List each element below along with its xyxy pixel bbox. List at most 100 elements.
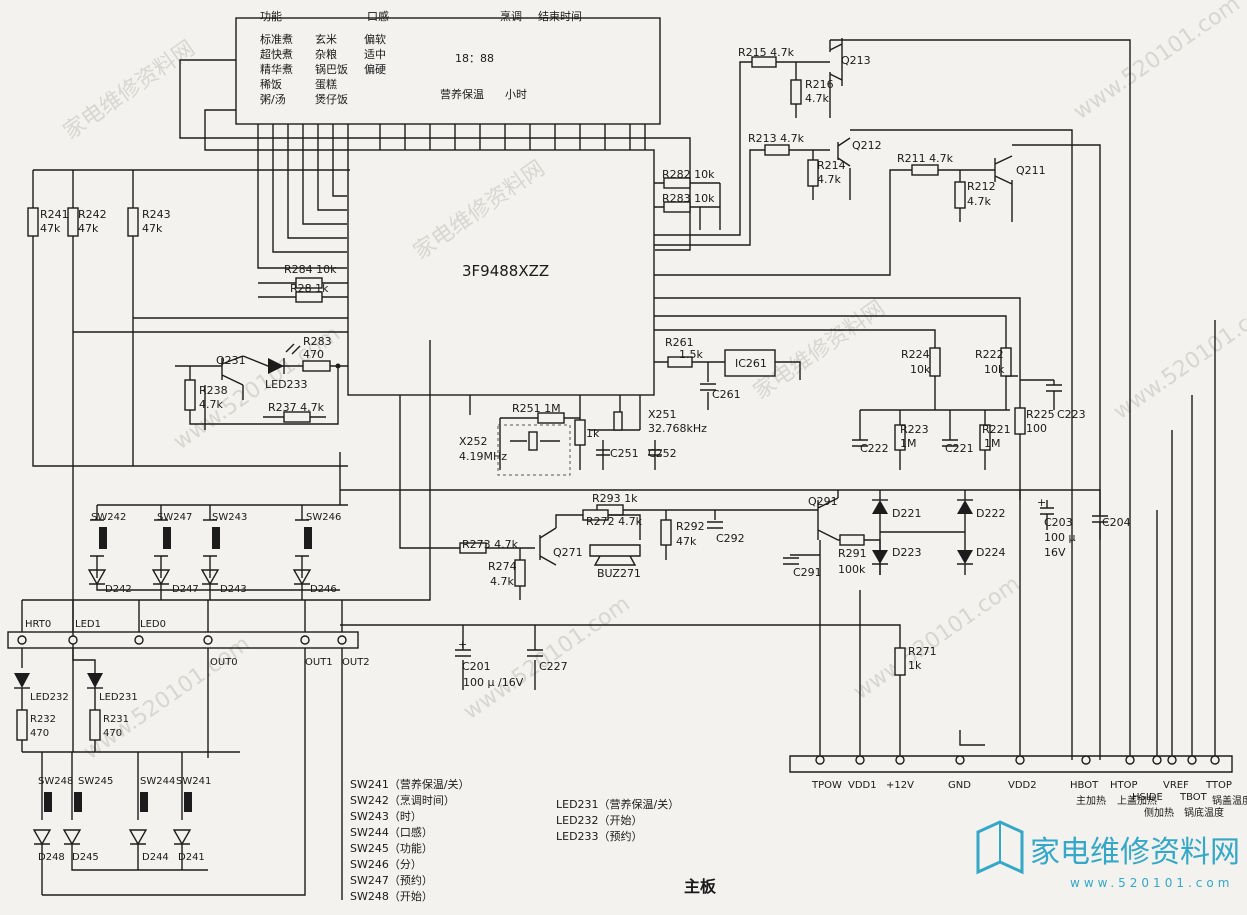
legend-sw241: SW241（营养保温/关） — [350, 777, 470, 791]
c291-label: C291 — [793, 566, 822, 579]
conn-led0-label: LED0 — [140, 619, 166, 630]
r292-label: R292 — [676, 520, 705, 533]
lcd-header: 功能 — [260, 9, 282, 23]
sw242-label: SW242 — [91, 512, 126, 523]
lcd-food: 煲仔饭 — [315, 93, 348, 106]
oscillator-section: R251 1M 1k X251 32.768kHz X252 4.19MHz C… — [459, 395, 707, 476]
lcd-texture: 偏硬 — [364, 62, 386, 76]
led233-label: LED233 — [265, 378, 308, 391]
supply-caps: + C201 100 μ /16V C227 R271 1k — [340, 590, 937, 760]
conn-hside-label: HSIDE — [1132, 792, 1163, 803]
c252-label: C252 — [648, 447, 677, 460]
c251-label: C251 — [610, 447, 639, 460]
watermark-text: 家电维修资料网 — [59, 36, 200, 145]
d223-label: D223 — [892, 546, 921, 559]
r212-label: R212 — [967, 180, 996, 193]
r231-value: 470 — [103, 728, 122, 739]
svg-text:+: + — [458, 638, 467, 651]
buz271-label: BUZ271 — [597, 567, 641, 580]
r261-label: R261 — [665, 336, 694, 349]
r225-value: 100 — [1026, 422, 1047, 435]
lcd-food: 玄米 — [315, 32, 337, 46]
r211-label: R211 4.7k — [897, 152, 954, 165]
q213-label: Q213 — [841, 54, 871, 67]
r291-label: R291 — [838, 547, 867, 560]
lcd-time: 18：88 — [455, 52, 494, 65]
r283-label: R283 — [303, 335, 332, 348]
d241-label: D241 — [178, 852, 205, 863]
legend-sw242: SW242（烹调时间） — [350, 793, 455, 807]
r238-label: R238 — [199, 384, 228, 397]
r282-label: R282 10k — [662, 168, 715, 181]
led233-driver: Q231 LED233 R283 470 R238 4.7k R237 4.7k — [175, 335, 348, 430]
sw243-label: SW243 — [212, 512, 247, 523]
watermark-text: www.520101.com — [849, 571, 1025, 704]
d243-label: D243 — [220, 584, 247, 595]
tbot-desc: 锅底温度 — [1184, 806, 1224, 819]
hbot-desc: 主加热 — [1076, 794, 1106, 807]
c261-label: C261 — [712, 388, 741, 401]
sw244-label: SW244 — [140, 776, 175, 787]
legend-sw244: SW244（口感） — [350, 826, 433, 839]
lcd-texture: 偏软 — [364, 32, 386, 46]
conn-out0-label: OUT0 — [210, 657, 238, 668]
r241-value: 47k — [40, 222, 61, 235]
lcd-hours: 小时 — [505, 88, 527, 101]
r241-label: R241 — [40, 208, 69, 221]
lcd-header: 口感 — [367, 10, 389, 23]
r243-value: 47k — [142, 222, 163, 235]
q291-label: Q291 — [808, 495, 838, 508]
transistor-drivers: R215 4.7k R216 4.7k Q213 R213 4.7k R214 … — [654, 38, 1131, 760]
r232-label: R232 — [30, 714, 56, 725]
r271-value: 1k — [908, 659, 922, 672]
c221-label: C221 — [945, 442, 974, 455]
c227-label: C227 — [539, 660, 568, 673]
r238-value: 4.7k — [199, 398, 223, 411]
r284-label: R284 10k — [284, 263, 337, 276]
r223-label: R223 — [900, 423, 929, 436]
r251-label: R251 1M — [512, 402, 561, 415]
conn-htop-label: HTOP — [1110, 780, 1138, 791]
legend-sw246: SW246（分） — [350, 858, 422, 871]
d242-label: D242 — [105, 584, 132, 595]
c292-label: C292 — [716, 532, 745, 545]
conn-hrt0-label: HRT0 — [25, 619, 51, 630]
r242-value: 47k — [78, 222, 99, 235]
keypad-upper: SW242 SW247 SW243 SW246 D242 D247 D243 D… — [87, 452, 348, 600]
d246-label: D246 — [310, 584, 337, 595]
ic261-section: R261 1.5k IC261 C261 — [654, 336, 801, 410]
r214-value: 4.7k — [817, 173, 841, 186]
lcd-function: 标准煮 — [260, 32, 293, 46]
conn-out1-label: OUT1 — [305, 657, 333, 668]
r274-label: R274 — [488, 560, 517, 573]
r261-value: 1.5k — [679, 348, 703, 361]
r216-label: R216 — [805, 78, 834, 91]
c203-value1: 100 μ — [1044, 531, 1076, 544]
q212-label: Q212 — [852, 139, 882, 152]
c204-label: C204 — [1102, 516, 1131, 529]
r212-value: 4.7k — [967, 195, 991, 208]
r293-label: R293 1k — [592, 492, 638, 505]
r215-label: R215 4.7k — [738, 46, 795, 59]
r237-label: R237 4.7k — [268, 401, 325, 414]
d221-label: D221 — [892, 507, 921, 520]
r225-label: R225 — [1026, 408, 1055, 421]
c223-label: C223 — [1057, 408, 1086, 421]
conn-vdd1-label: VDD1 — [848, 780, 877, 791]
r282-r283: R282 10k R283 10k — [654, 168, 721, 230]
conn-ttop-label: TTOP — [1205, 780, 1232, 791]
r274-value: 4.7k — [490, 575, 514, 588]
d247-label: D247 — [172, 584, 199, 595]
q211-label: Q211 — [1016, 164, 1046, 177]
watermark-text: www.520101.com — [1069, 0, 1245, 125]
conn-vdd2-label: VDD2 — [1008, 780, 1037, 791]
r242-label: R242 — [78, 208, 107, 221]
sw247-label: SW247 — [157, 512, 192, 523]
pullup-resistors: R241 47k R242 47k R243 47k — [27, 169, 350, 752]
connector-right: TPOW VDD1 +12V GND VDD2 HBOT HTOP HSIDE … — [789, 320, 1247, 819]
conn-12v-label: +12V — [886, 780, 914, 791]
r284-r28: R284 10k R28 1k — [258, 263, 348, 303]
r214-label: R214 — [817, 159, 846, 172]
r283-label: R283 10k — [662, 192, 715, 205]
